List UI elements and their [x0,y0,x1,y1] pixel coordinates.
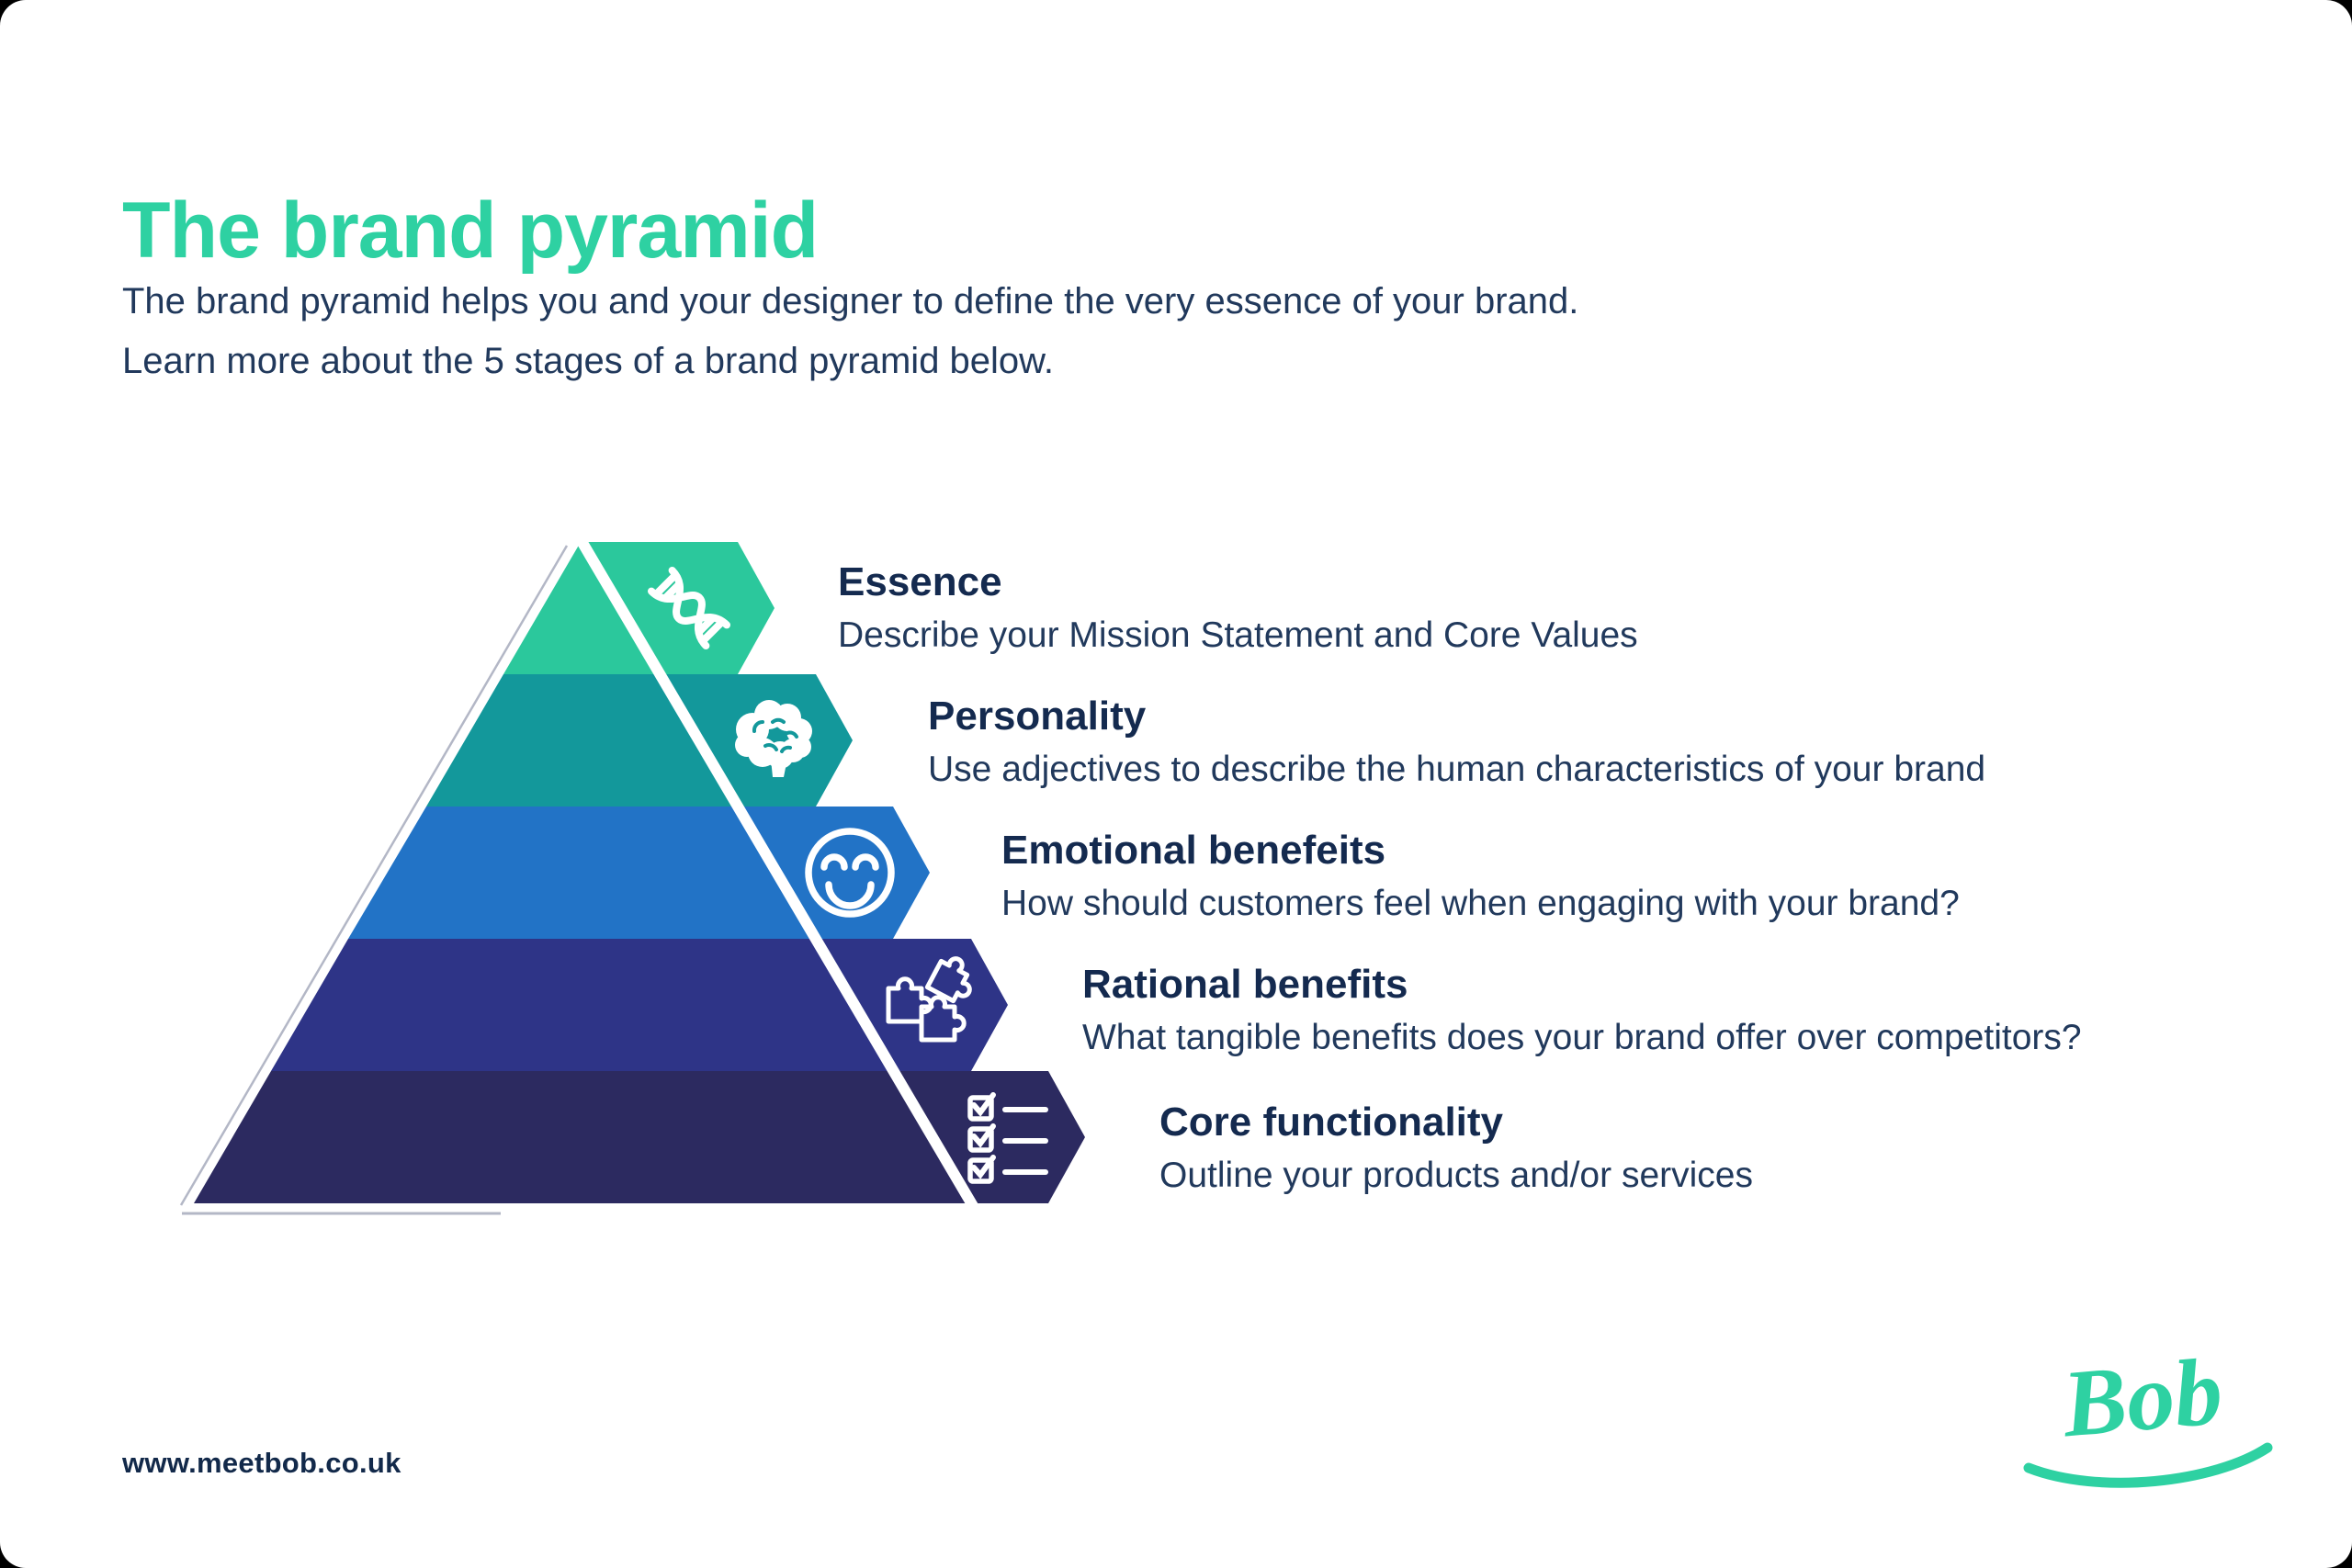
intro-line-2: Learn more about the 5 stages of a brand… [122,340,1054,381]
pyramid-level-emotional-benefits [348,807,930,939]
intro-text: The brand pyramid helps you and your des… [122,272,1578,391]
dna-icon [647,566,731,650]
level-description: Outline your products and/or services [1159,1156,1753,1196]
brain-icon [735,700,812,777]
bob-logo: Bob [1994,1330,2297,1528]
puzzle-icon [886,956,972,1043]
level-description: Use adjectives to describe the human cha… [928,750,1986,790]
level-label-rational-benefits: Rational benefits What tangible benefits… [1082,962,2082,1062]
level-description: How should customers feel when engaging … [1001,884,1960,924]
level-label-emotional-benefits: Emotional benefeits How should customers… [1001,828,1960,928]
level-description: Describe your Mission Statement and Core… [838,615,1638,656]
pyramid-level-essence [503,542,775,674]
level-label-essence: Essence Describe your Mission Statement … [838,559,1638,660]
checklist-icon [967,1092,1048,1184]
level-title: Personality [928,694,1147,739]
smiley-icon [805,828,895,918]
pyramid-level-personality [426,674,853,807]
level-label-core-functionality: Core functionality Outline your products… [1159,1100,1753,1200]
level-title: Emotional benefeits [1001,828,1386,873]
pyramid-level-core-functionality [194,1071,1085,1203]
website-url: www.meetbob.co.uk [122,1447,401,1479]
level-title: Core functionality [1159,1100,1504,1145]
level-title: Essence [838,559,1002,604]
pyramid-outline-hairline [179,545,569,1206]
diagonal-divider-line [573,533,981,1214]
pyramid-level-rational-benefits [271,939,1008,1071]
page-title: The brand pyramid [122,186,819,275]
intro-line-1: The brand pyramid helps you and your des… [122,281,1579,321]
level-title: Rational benefits [1082,962,1408,1007]
level-label-personality: Personality Use adjectives to describe t… [928,694,1985,794]
logo-underline-swoosh [2023,1442,2273,1488]
bob-logo-text: Bob [2058,1338,2227,1458]
level-description: What tangible benefits does your brand o… [1082,1018,2082,1058]
